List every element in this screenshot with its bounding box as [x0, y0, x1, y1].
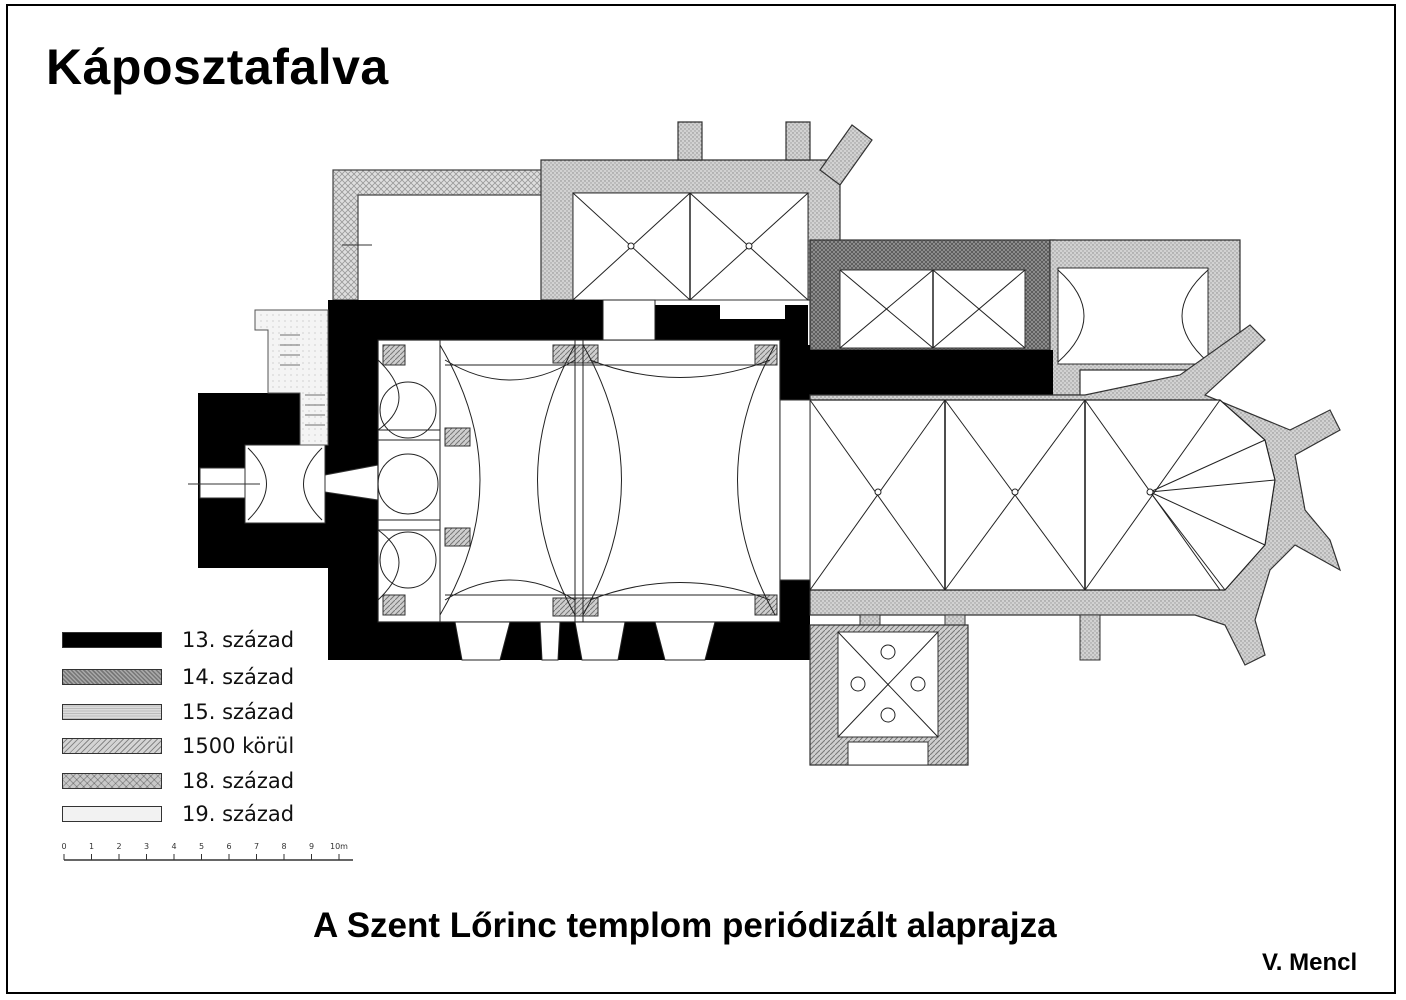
figure-frame — [6, 4, 1396, 994]
legend-label: 13. század — [182, 628, 295, 652]
legend-item-15: 15. század — [62, 700, 342, 726]
south-chapel — [809, 624, 969, 766]
legend-label: 1500 körül — [182, 734, 295, 758]
scale-tick-label: 10m — [330, 842, 348, 851]
legend-swatch — [62, 632, 162, 648]
nave-13th-century — [328, 300, 1053, 660]
legend-swatch — [62, 704, 162, 720]
legend-swatch — [62, 738, 162, 754]
legend-label: 19. század — [182, 802, 295, 826]
nave-interior — [377, 299, 781, 661]
north-aisle-chapel — [809, 239, 1056, 351]
legend-item-18: 18. század — [62, 769, 342, 795]
diagram-title: Káposztafalva — [46, 39, 389, 95]
nw-annex — [332, 169, 544, 301]
scale-tick-label: 4 — [171, 842, 176, 851]
legend-item-19: 19. század — [62, 802, 342, 828]
figure-caption: A Szent Lőrinc templom periódizált alapr… — [313, 906, 1057, 945]
ne-room — [1049, 239, 1241, 396]
legend-label: 14. század — [182, 665, 295, 689]
scale-tick-label: 2 — [116, 842, 121, 851]
scale-tick-label: 0 — [61, 842, 66, 851]
west-porch — [188, 309, 379, 568]
scale-bar: 0 1 2 3 4 5 6 7 8 9 10m — [61, 842, 353, 861]
legend-item-14: 14. század — [62, 665, 342, 691]
scale-tick-label: 8 — [281, 842, 286, 851]
scale-tick-label: 3 — [144, 842, 149, 851]
legend-swatch — [62, 669, 162, 685]
legend-label: 18. század — [182, 769, 295, 793]
scale-tick-label: 7 — [254, 842, 259, 851]
legend-item-13: 13. század — [62, 628, 342, 654]
chancel — [779, 324, 1342, 666]
legend-swatch — [62, 806, 162, 822]
scale-tick-label: 5 — [199, 842, 204, 851]
scale-tick-label: 1 — [89, 842, 94, 851]
legend-swatch — [62, 773, 162, 789]
scale-tick-label: 6 — [226, 842, 231, 851]
author-credit: V. Mencl — [1262, 949, 1358, 976]
legend-label: 15. század — [182, 700, 295, 724]
legend-item-1500: 1500 körül — [62, 734, 342, 760]
scale-tick-label: 9 — [309, 842, 314, 851]
